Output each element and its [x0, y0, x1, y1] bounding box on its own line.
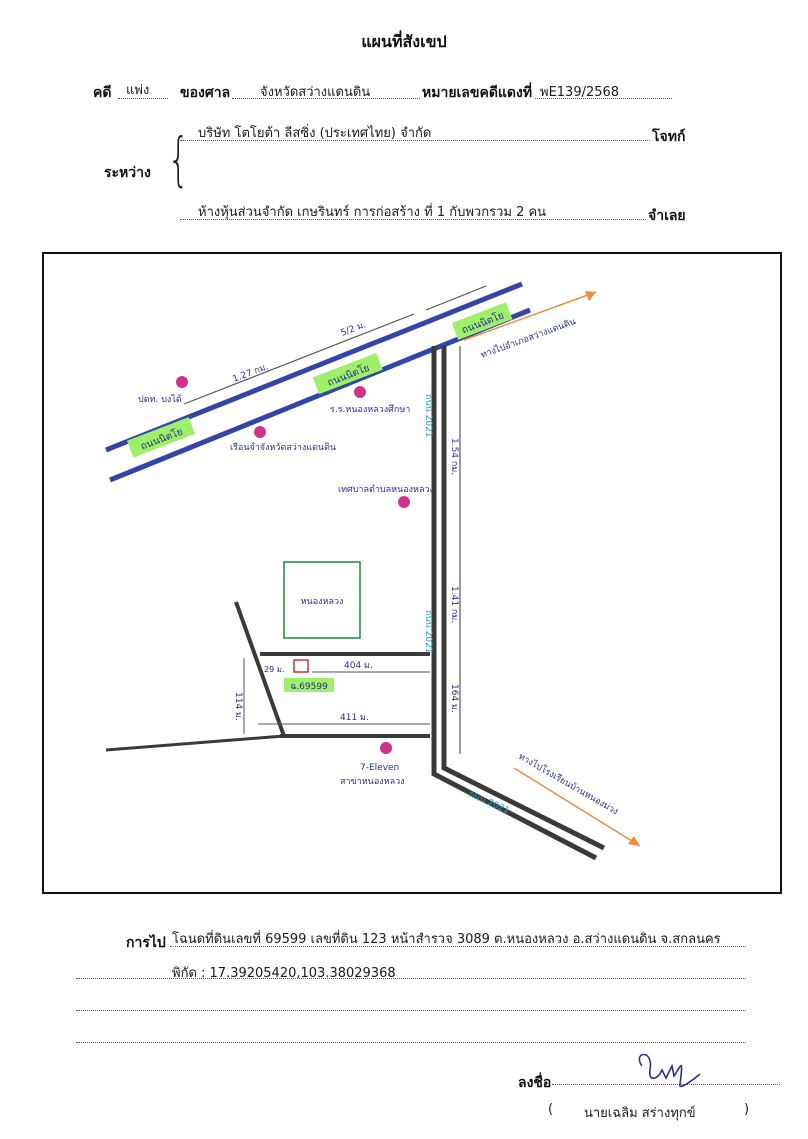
distance-9: 29 ม.: [264, 665, 285, 674]
road-2021-label-2: ถนน 2021: [423, 610, 433, 654]
signature-image: [638, 1053, 701, 1088]
plaintiff-role: โจทก์: [652, 129, 686, 145]
signature-close-paren: ): [744, 1102, 750, 1117]
distance-2: 5/2 ม.: [339, 320, 367, 339]
dimension-line-1: [183, 313, 415, 405]
seven-eleven-label-2: สาขาหนองหลวง: [340, 777, 405, 787]
side-road-diagonal: [234, 601, 286, 737]
signature-open-paren: (: [548, 1102, 554, 1117]
to-school-label: ทางไปโรงเรียนบ้านหนองม่วง: [517, 751, 621, 817]
distance-1: 1.27 กม.: [231, 362, 269, 385]
map-frame: ถนนนิตโย ถนนนิตโย ถนนนิตโย 1.27 กม. 5/2 …: [42, 252, 782, 894]
arrow-to-sawang: [463, 291, 597, 341]
swamp-label: หนองหลวง: [301, 597, 344, 607]
case-number: พE139/2568: [540, 85, 620, 100]
side-road-west: [105, 734, 285, 752]
road-2021-west: [431, 346, 598, 861]
case-label: คดี: [93, 85, 112, 101]
distance-5: 164 ม.: [449, 684, 459, 713]
municipal-label: เทศบาลตำบลหนองหลวง: [338, 484, 434, 495]
distance-4: 1.41 กม.: [449, 586, 459, 623]
distance-7: 411 ม.: [340, 713, 369, 723]
directions-label: การไป: [126, 935, 166, 951]
brace: {: [167, 125, 190, 193]
court-label: ของศาล: [180, 85, 231, 101]
page-title: แผนที่สังเขป: [361, 32, 447, 51]
signature-label: ลงชื่อ: [518, 1075, 552, 1091]
school-label: ร.ร.หนองหลวงศึกษา: [330, 404, 410, 415]
ptt-marker: [176, 376, 188, 388]
directions-line-1: โฉนดที่ดินเลขที่ 69599 เลขที่ดิน 123 หน้…: [172, 932, 721, 947]
road-2021-east: [441, 346, 606, 851]
prison-label: เรือนจำจังหวัดสว่างแดนดิน: [230, 442, 336, 453]
directions-line-2: พิกัด : 17.39205420,103.38029368: [172, 966, 396, 981]
sketch-map: ถนนนิตโย ถนนนิตโย ถนนนิตโย 1.27 กม. 5/2 …: [105, 281, 641, 861]
prison-marker: [254, 426, 266, 438]
swamp-area: [283, 561, 361, 639]
plot-label: ฉ.69599: [290, 682, 328, 692]
signature-name: นายเฉลิม สร่างทุกข์: [584, 1106, 696, 1121]
arrow-head-sawang: [585, 291, 596, 301]
ptt-label: ปตท. บงได้: [138, 394, 182, 405]
case-number-label: หมายเลขคดีแดงที่: [422, 85, 533, 101]
plot-marker: [293, 659, 309, 673]
case-type: แพ่ง: [126, 83, 150, 98]
defendant-role: จำเลย: [648, 208, 686, 224]
plaintiff-name: บริษัท โตโยต้า ลีสซิ่ง (ประเทศไทย) จำกัด: [198, 126, 432, 141]
defendant-name: ห้างหุ้นส่วนจำกัด เกษรินทร์ การก่อสร้าง …: [198, 205, 547, 220]
road-2021-label-3: ถนน 2021: [467, 790, 511, 817]
school-marker: [354, 386, 366, 398]
distance-6: 404 ม.: [344, 661, 373, 671]
road-2021-label-1: ถนน 2021: [423, 394, 433, 438]
between-label: ระหว่าง: [104, 165, 151, 181]
distance-8: 114 ม.: [233, 692, 243, 721]
seven-eleven-label-1: 7-Eleven: [360, 763, 399, 773]
court-name: จังหวัดสว่างแดนดิน: [260, 85, 371, 100]
distance-3: 1.54 กม.: [449, 438, 459, 475]
arrow-to-school: [513, 767, 641, 847]
arrow-head-school: [628, 836, 640, 846]
dimension-line-2: [425, 285, 487, 311]
municipal-marker: [398, 496, 410, 508]
seven-eleven-marker: [380, 742, 392, 754]
plot-label-bg: [284, 678, 334, 692]
